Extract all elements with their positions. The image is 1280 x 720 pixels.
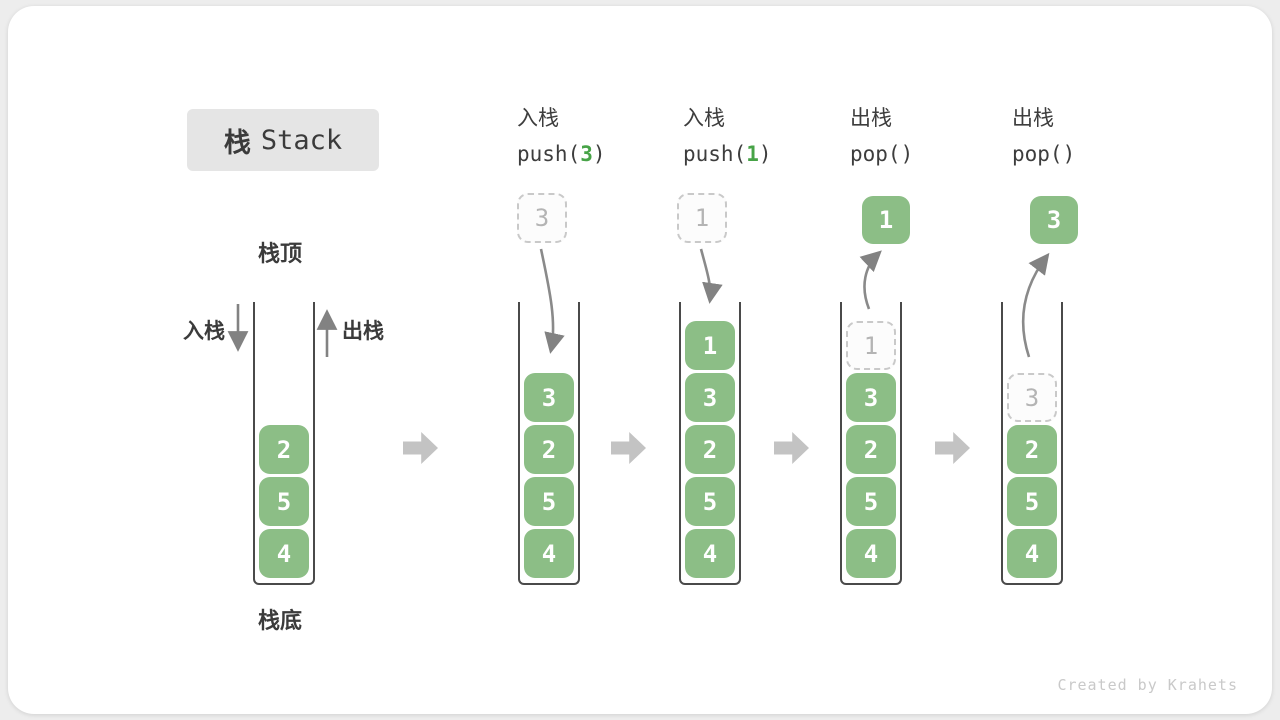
stack-cell: 3 <box>685 373 735 422</box>
stack-cell: 5 <box>685 477 735 526</box>
popped-element-box: 1 <box>862 196 910 244</box>
code-arg: 3 <box>580 142 593 166</box>
stack-cell-ghost: 3 <box>1007 373 1057 422</box>
stack-after-push-3: 3 2 5 4 <box>518 302 580 585</box>
incoming-element-box: 1 <box>677 193 727 243</box>
code-post: ) <box>592 142 606 166</box>
code-post: ) <box>900 142 914 166</box>
op-header-push-1: 入栈 push(1) <box>683 108 833 178</box>
stack-cell: 5 <box>846 477 896 526</box>
stack-cell: 4 <box>1007 529 1057 578</box>
stack-cell: 2 <box>1007 425 1057 474</box>
watermark: Created by Krahets <box>1057 676 1238 694</box>
stack-cell: 3 <box>846 373 896 422</box>
op-code-text: pop() <box>1012 144 1162 165</box>
stack-cell: 2 <box>259 425 309 474</box>
op-label-text: 出栈 <box>1012 106 1054 130</box>
op-header-pop-1: 出栈 pop() <box>850 108 1000 178</box>
code-pre: push( <box>683 142 747 166</box>
popped-element-box: 3 <box>1030 196 1078 244</box>
stack-after-pop-3: 3 2 5 4 <box>1001 302 1063 585</box>
op-code-text: pop() <box>850 144 1000 165</box>
op-label-text: 出栈 <box>850 106 892 130</box>
push-side-label: 入栈 <box>183 319 225 343</box>
stack-cell: 5 <box>524 477 574 526</box>
stack-cell: 1 <box>685 321 735 370</box>
code-arg: 1 <box>746 142 759 166</box>
stack-after-push-1: 1 3 2 5 4 <box>679 302 741 585</box>
code-pre: pop( <box>850 142 901 166</box>
stack-initial: 2 5 4 <box>253 302 315 585</box>
stack-cell: 4 <box>685 529 735 578</box>
stack-cell: 4 <box>259 529 309 578</box>
stack-after-pop-1: 1 3 2 5 4 <box>840 302 902 585</box>
stack-cell-ghost: 1 <box>846 321 896 370</box>
stack-cell: 2 <box>524 425 574 474</box>
stack-cell: 2 <box>846 425 896 474</box>
stack-cell: 5 <box>1007 477 1057 526</box>
stack-top-label: 栈顶 <box>258 242 303 267</box>
incoming-element-box: 3 <box>517 193 567 243</box>
op-label-text: 入栈 <box>683 106 725 130</box>
code-post: ) <box>1062 142 1076 166</box>
op-code-text: push(1) <box>683 144 833 165</box>
stack-cell: 5 <box>259 477 309 526</box>
stack-cell: 3 <box>524 373 574 422</box>
stack-cell: 4 <box>846 529 896 578</box>
op-header-pop-2: 出栈 pop() <box>1012 108 1162 178</box>
pop-side-label: 出栈 <box>342 319 384 343</box>
code-pre: pop( <box>1012 142 1063 166</box>
op-label-text: 入栈 <box>517 106 559 130</box>
title-zh: 栈 <box>223 127 251 159</box>
stack-cell: 4 <box>524 529 574 578</box>
code-pre: push( <box>517 142 581 166</box>
stack-cell: 2 <box>685 425 735 474</box>
diagram-title: 栈 Stack <box>187 109 379 171</box>
op-code-text: push(3) <box>517 144 667 165</box>
title-en: Stack <box>260 124 343 156</box>
code-post: ) <box>758 142 772 166</box>
stack-bottom-label: 栈底 <box>258 609 303 634</box>
op-header-push-3: 入栈 push(3) <box>517 108 667 178</box>
